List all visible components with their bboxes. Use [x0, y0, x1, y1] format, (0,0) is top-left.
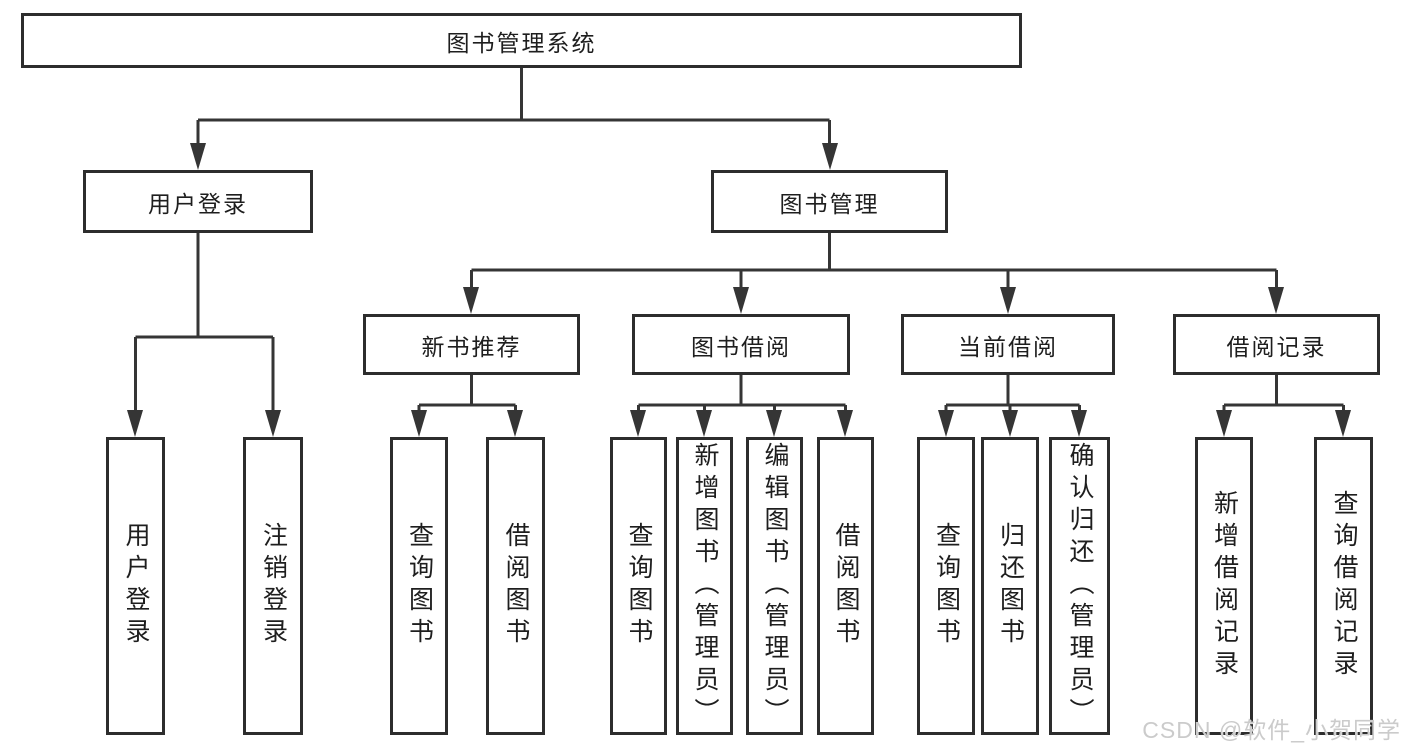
arrowhead-icon — [837, 410, 853, 437]
leaf-query-books-recommend: 查询图书 — [390, 437, 448, 735]
node-user-login: 用户登录 — [83, 170, 313, 233]
node-label: 新书推荐 — [421, 333, 522, 360]
node-label: 查询图书 — [625, 522, 653, 650]
leaf-query-borrow-record: 查询借阅记录 — [1314, 437, 1373, 735]
arrowhead-icon — [1071, 410, 1087, 437]
node-label: 新增借阅记录 — [1210, 490, 1239, 682]
leaf-add-books-admin: 新增图书（管理员） — [676, 437, 733, 735]
arrowhead-icon — [938, 410, 954, 437]
node-label: 编辑图书（管理员） — [761, 442, 789, 730]
node-label: 用户登录 — [122, 522, 150, 650]
node-book-borrowing: 图书借阅 — [632, 314, 850, 375]
node-label: 新增图书（管理员） — [691, 442, 719, 730]
csdn-watermark: CSDN @软件_小贺同学 — [1142, 717, 1401, 743]
leaf-borrow-books-borrow: 借阅图书 — [817, 437, 874, 735]
node-label: 注销登录 — [259, 522, 288, 650]
leaf-logout: 注销登录 — [243, 437, 303, 735]
arrowhead-icon — [1268, 287, 1284, 314]
connector-user-login-subtree — [134, 233, 275, 414]
node-label: 查询图书 — [405, 522, 434, 650]
node-label: 当前借阅 — [958, 333, 1058, 360]
connector-current-borrowing-subtree — [944, 375, 1081, 414]
arrowhead-icon — [733, 287, 749, 314]
arrowhead-icon — [411, 410, 427, 437]
node-label: 图书管理系统 — [446, 29, 597, 56]
connector-borrowing-records-subtree — [1222, 375, 1345, 414]
arrowhead-icon — [463, 287, 479, 314]
arrowhead-icon — [1216, 410, 1232, 437]
node-label: 查询借阅记录 — [1330, 490, 1358, 682]
connector-new-book-subtree — [417, 375, 517, 414]
arrowhead-icon — [265, 410, 281, 437]
arrowhead-icon — [822, 143, 838, 170]
leaf-user-login: 用户登录 — [106, 437, 165, 735]
node-label: 归还图书 — [996, 522, 1025, 650]
node-label: 图书借阅 — [691, 333, 791, 360]
node-label: 图书管理 — [779, 190, 880, 217]
leaf-confirm-return-admin: 确认归还（管理员） — [1049, 437, 1110, 735]
leaf-edit-books-admin: 编辑图书（管理员） — [746, 437, 803, 735]
node-label: 确认归还（管理员） — [1066, 442, 1094, 730]
connector-root-to-level2 — [196, 68, 831, 150]
arrowhead-icon — [1002, 410, 1018, 437]
node-label: 用户登录 — [148, 190, 248, 217]
node-borrowing-records: 借阅记录 — [1173, 314, 1380, 375]
node-book-management: 图书管理 — [711, 170, 948, 233]
node-label: 借阅图书 — [832, 522, 860, 650]
leaf-query-books-borrow: 查询图书 — [610, 437, 667, 735]
arrowhead-icon — [507, 410, 523, 437]
node-current-borrowing: 当前借阅 — [901, 314, 1115, 375]
arrowhead-icon — [696, 410, 712, 437]
node-root-system: 图书管理系统 — [21, 13, 1022, 68]
leaf-query-books-current: 查询图书 — [917, 437, 975, 735]
arrowhead-icon — [190, 143, 206, 170]
connector-book-management-to-level3 — [470, 233, 1278, 292]
connector-book-borrowing-subtree — [637, 375, 847, 414]
leaf-return-books: 归还图书 — [981, 437, 1039, 735]
leaf-add-borrow-record: 新增借阅记录 — [1195, 437, 1253, 735]
arrowhead-icon — [1000, 287, 1016, 314]
leaf-borrow-books-recommend: 借阅图书 — [486, 437, 545, 735]
node-label: 借阅记录 — [1226, 333, 1327, 360]
arrowhead-icon — [766, 410, 782, 437]
arrowhead-icon — [630, 410, 646, 437]
arrowhead-icon — [127, 410, 143, 437]
arrowhead-icon — [1335, 410, 1351, 437]
node-new-book-recommend: 新书推荐 — [363, 314, 580, 375]
node-label: 查询图书 — [932, 522, 961, 650]
node-label: 借阅图书 — [502, 522, 530, 650]
